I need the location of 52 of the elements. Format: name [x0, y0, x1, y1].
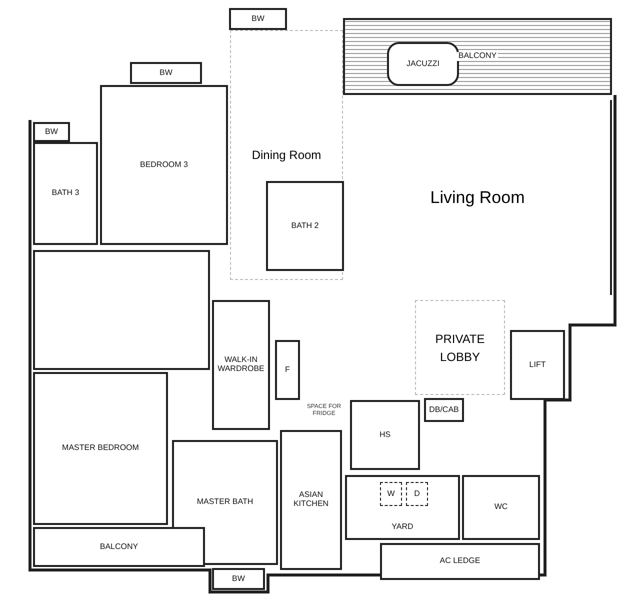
- room-outline: [462, 475, 540, 540]
- balcony-area: [343, 18, 612, 95]
- room-label: MASTER BEDROOM: [61, 444, 140, 453]
- room-outline: [275, 340, 300, 400]
- bay-window: [33, 122, 70, 142]
- room-outline: [33, 372, 168, 525]
- room-label: JACUZZI: [406, 60, 440, 68]
- room-label: WALK-IN WARDROBE: [216, 356, 266, 374]
- room-outline: [510, 330, 565, 400]
- room-label: PRIVATE LOBBY: [434, 330, 486, 366]
- room-outline: [280, 430, 342, 570]
- bay-window: [424, 398, 464, 422]
- room-label: BALCONY: [457, 52, 498, 61]
- room-label: DB/CAB: [428, 406, 460, 414]
- room-label: BW: [44, 128, 59, 136]
- open-area: [230, 30, 343, 280]
- room-label: Living Room: [429, 186, 526, 209]
- room-outline: [266, 181, 344, 271]
- room-label: YARD: [390, 523, 414, 532]
- room-outline: [100, 85, 228, 245]
- room-label: LIFT: [528, 360, 547, 370]
- room-outline: [350, 400, 420, 470]
- bay-window: [130, 62, 202, 84]
- room-label: WC: [493, 503, 509, 512]
- appliance-space: [406, 482, 428, 506]
- room-outline: [345, 475, 460, 540]
- room-label: W: [386, 490, 396, 498]
- room-outline: [33, 142, 98, 245]
- room-label: BEDROOM 3: [138, 160, 189, 170]
- room-label: HS: [378, 430, 392, 440]
- room-label: MASTER BATH: [196, 498, 254, 507]
- room-label: ASIAN KITCHEN: [292, 491, 330, 509]
- room-label: BALCONY: [98, 542, 140, 552]
- bay-window: [212, 568, 265, 590]
- room-label: BW: [158, 68, 174, 78]
- room-outline: [172, 440, 278, 565]
- room-label: AC LEDGE: [438, 557, 482, 566]
- room-outline: [33, 250, 210, 370]
- room-label: D: [413, 490, 421, 498]
- room-label: BW: [250, 14, 266, 24]
- room-label: BW: [231, 574, 246, 584]
- room-label: Dining Room: [250, 147, 322, 164]
- bay-window: [229, 8, 287, 30]
- room-label: BATH 2: [290, 222, 320, 230]
- room-label: BATH 3: [50, 189, 80, 198]
- appliance-space: [380, 482, 402, 506]
- open-area: [415, 300, 505, 395]
- room-outline: [33, 527, 205, 567]
- room-outline: [212, 300, 270, 430]
- room-label: F: [284, 366, 291, 374]
- room-outline: [380, 543, 540, 580]
- jacuzzi-tub: [387, 42, 459, 86]
